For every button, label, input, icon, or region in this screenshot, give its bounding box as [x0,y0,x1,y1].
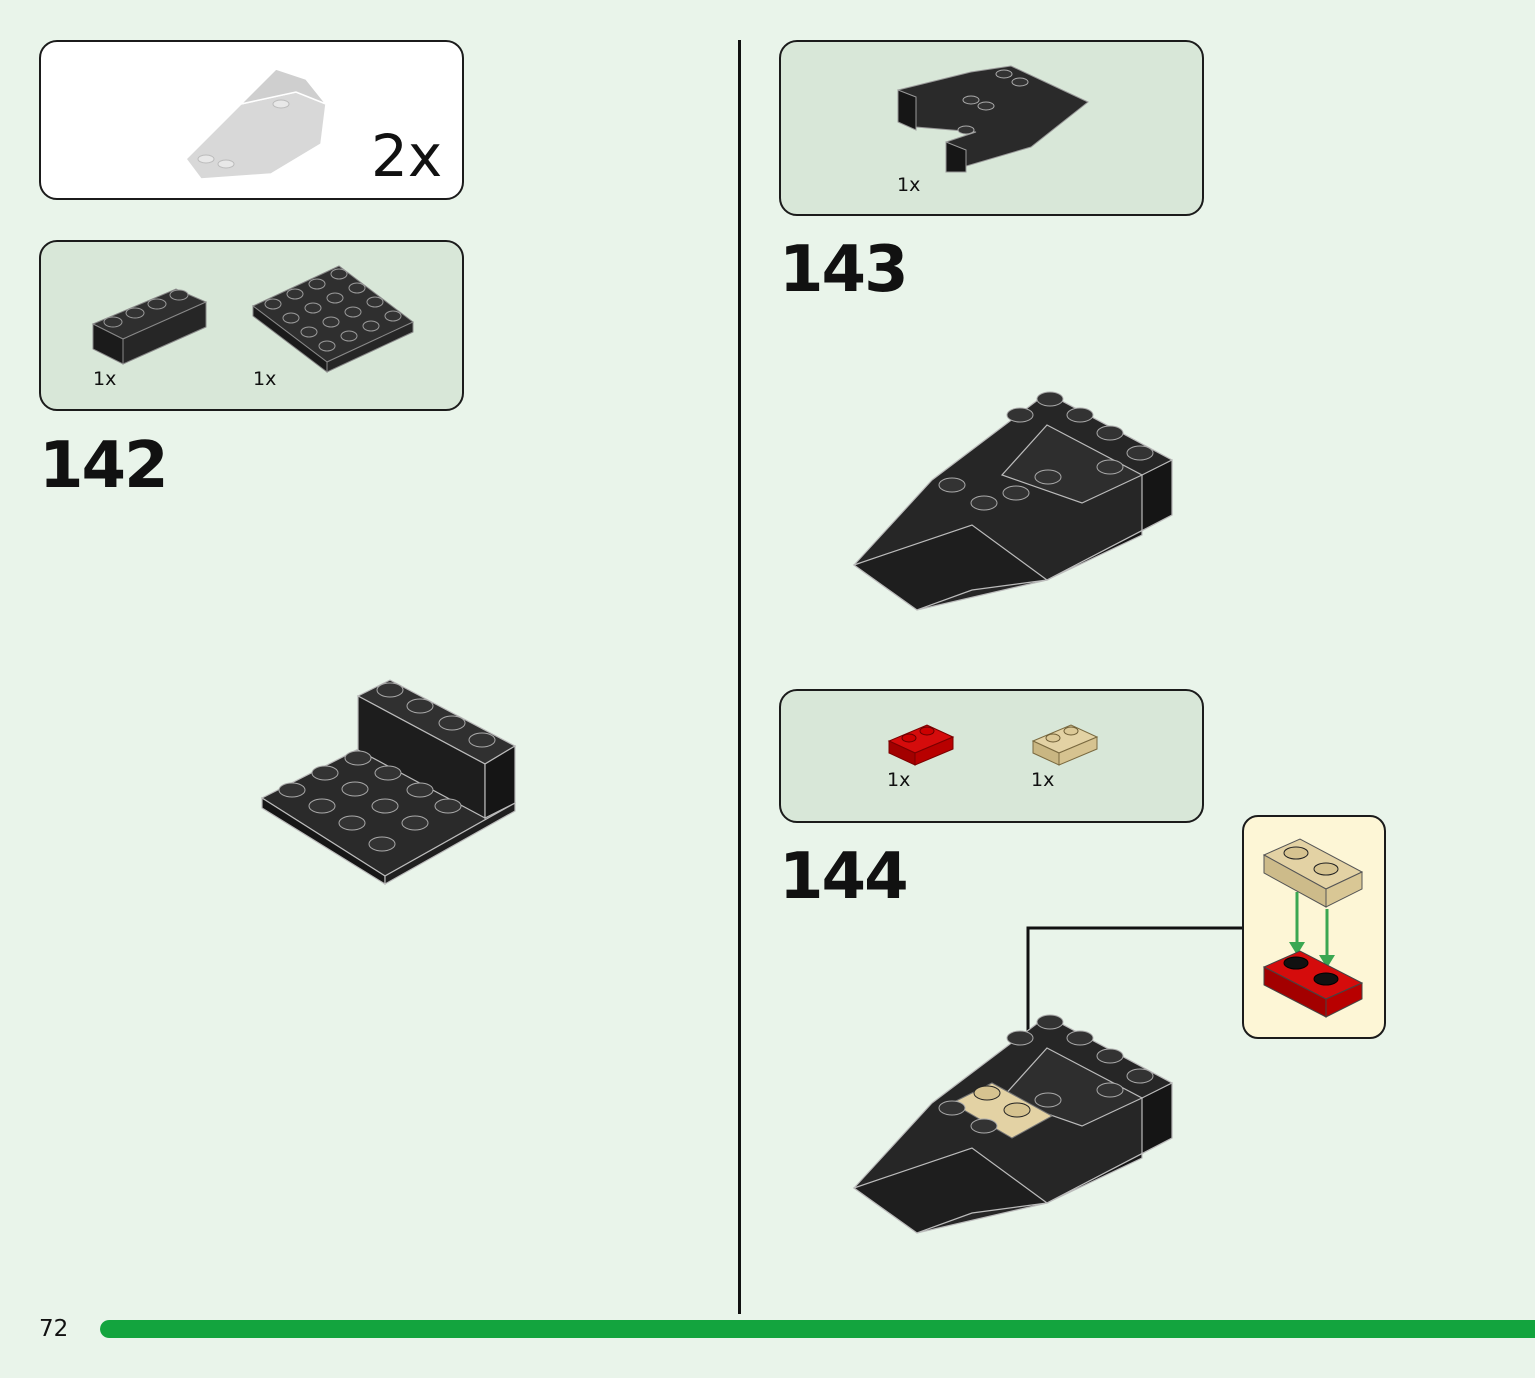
step-144-model [852,1014,1173,1234]
column-divider [738,40,741,1314]
red-plate-1x2-icon [887,724,955,766]
part-qty: 1x [1031,769,1055,791]
black-brick-1x4-icon [91,288,208,365]
step-142-model [260,679,517,886]
black-plate-4x4-icon [252,265,414,374]
subassembly-callout: 2x [39,40,464,200]
multiplier-label: 2x [371,122,443,190]
part-qty: 1x [93,368,117,390]
ghost-wing-assembly-icon [185,68,329,180]
step-number-143: 143 [779,233,909,307]
part-qty: 1x [897,174,921,196]
part-qty: 1x [887,769,911,791]
progress-fill [100,1320,1535,1338]
parts-box-144: 1x 1x [779,689,1204,823]
progress-bar [100,1320,1535,1338]
step-number-144: 144 [779,840,909,914]
page-number: 72 [39,1316,69,1342]
step-number-142: 142 [39,429,169,503]
black-wedge-wing-icon [897,65,1089,173]
tan-plate-1x2-icon [1031,724,1099,766]
stack-diagram-icon [1262,838,1364,1018]
step-143-model [852,391,1173,611]
placement-callout [1242,815,1386,1039]
parts-box-143: 1x [779,40,1204,216]
parts-box-142: 1x 1x [39,240,464,411]
part-qty: 1x [253,368,277,390]
